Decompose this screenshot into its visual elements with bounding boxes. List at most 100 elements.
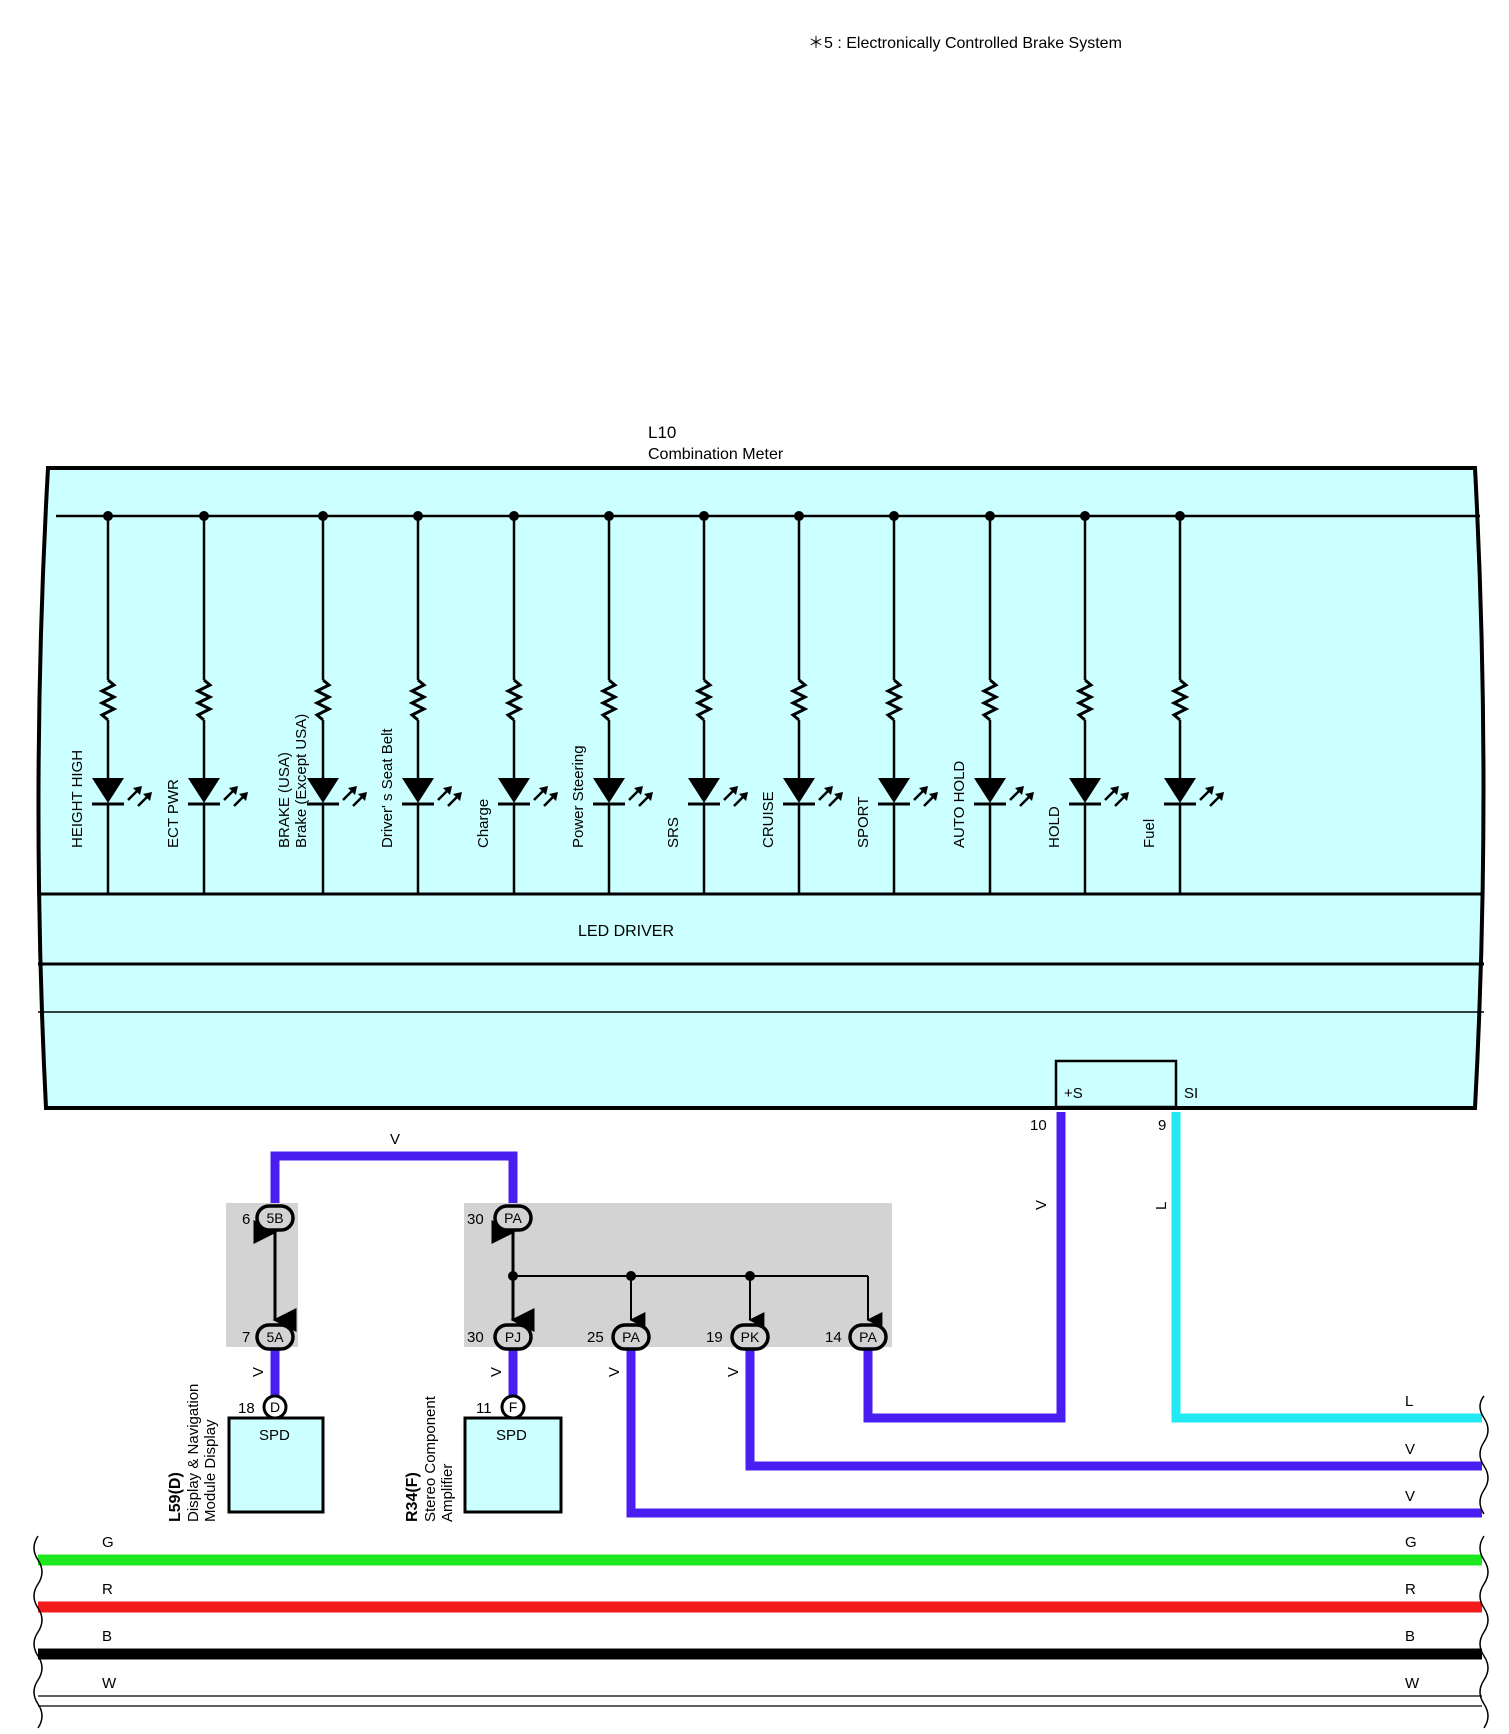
display-spd-label: SPD	[259, 1427, 290, 1444]
terminal-plus-s-label: +S	[1064, 1085, 1083, 1102]
resistor-icon	[599, 678, 619, 722]
pin-si: 9	[1158, 1117, 1166, 1134]
lamp-label: BRAKE (USA)	[276, 752, 293, 848]
connector-display: D	[262, 1394, 288, 1420]
lamp-circuit: HEIGHT HIGH	[69, 511, 152, 894]
led-icon	[878, 778, 910, 803]
lamp-circuit: AUTO HOLD	[951, 511, 1034, 894]
wire-label-amp: V	[488, 1367, 505, 1377]
pin-j2-b: 25	[587, 1329, 604, 1346]
connector-code: 5A	[266, 1329, 284, 1345]
wire-label-display: V	[250, 1367, 267, 1377]
pin-j1-top: 6	[242, 1211, 250, 1228]
connector-code: PK	[741, 1329, 760, 1345]
lamp-circuit: Power Steering	[570, 511, 653, 894]
wire-pk19	[745, 1348, 1482, 1471]
meter-name: Combination Meter	[648, 446, 784, 463]
lamp-label: SRS	[665, 817, 682, 848]
connector-j2_b: PA	[611, 1323, 651, 1351]
led-icon	[1164, 778, 1196, 803]
display-module-name-2: Module Display	[202, 1419, 219, 1522]
connector-j2_a: PJ	[493, 1323, 533, 1351]
pin-plus-s: 10	[1030, 1117, 1047, 1134]
resistor-icon	[504, 678, 524, 722]
right-break-markers	[1479, 1395, 1489, 1515]
led-icon	[188, 778, 220, 803]
lamp-circuit: SPORT	[855, 511, 938, 894]
connector-j1_bottom: 5A	[255, 1323, 295, 1351]
wire-pa25	[626, 1348, 1482, 1518]
wire-label-right-l: L	[1405, 1393, 1413, 1410]
led-icon	[1069, 778, 1101, 803]
lamp-circuit: BRAKE (USA)Brake (Except USA)	[276, 511, 367, 894]
amplifier-id: R34(F)	[404, 1472, 421, 1522]
bus-label-right: R	[1405, 1581, 1416, 1598]
lamp-circuit: Driver' s Seat Belt	[379, 511, 462, 894]
resistor-icon	[884, 678, 904, 722]
lamp-label: Driver' s Seat Belt	[379, 728, 396, 848]
display-module-box	[227, 1416, 325, 1514]
bus-label-left: G	[102, 1534, 114, 1551]
led-icon	[593, 778, 625, 803]
led-icon	[402, 778, 434, 803]
bus-label-left: R	[102, 1581, 113, 1598]
resistor-icon	[408, 678, 428, 722]
bus-label-right: W	[1405, 1675, 1420, 1692]
led-icon	[783, 778, 815, 803]
pin-j2-d: 14	[825, 1329, 842, 1346]
speed-terminal-box	[1054, 1059, 1178, 1109]
lamp-label: Brake (Except USA)	[293, 714, 310, 848]
combination-meter-body	[36, 466, 1486, 1110]
led-icon	[92, 778, 124, 803]
wire-si	[1171, 1112, 1482, 1423]
led-icon	[688, 778, 720, 803]
display-module-id: L59(D)	[167, 1472, 184, 1522]
display-module-name-1: Display & Navigation	[185, 1384, 202, 1522]
bus-label-right: G	[1405, 1534, 1417, 1551]
lamp-circuit: Fuel	[1141, 511, 1224, 894]
led-icon	[498, 778, 530, 803]
wire-label-top-link: V	[390, 1131, 400, 1148]
lamp-circuit: HOLD	[1046, 511, 1129, 894]
lamp-label: Fuel	[1141, 819, 1158, 848]
pin-amp-spd: 11	[476, 1400, 492, 1417]
wire-label-pk19: V	[725, 1367, 742, 1377]
connector-code: PJ	[505, 1329, 521, 1345]
break-marker	[33, 1535, 43, 1729]
connector-j2_top: PA	[493, 1204, 533, 1232]
connector-ovals: 5B 5A PA PJ PA PK PA D F	[255, 1204, 888, 1420]
connector-code: F	[509, 1399, 518, 1415]
connector-code: PA	[859, 1329, 877, 1345]
meter-id: L10	[648, 423, 676, 442]
splice-dots	[508, 1271, 755, 1281]
connector-amp: F	[500, 1394, 526, 1420]
amp-spd-label: SPD	[496, 1427, 527, 1444]
pin-j1-bottom: 7	[242, 1329, 250, 1346]
resistor-icon	[980, 678, 1000, 722]
wire-plus-s	[863, 1112, 1066, 1423]
amplifier-box	[463, 1416, 563, 1514]
led-icon	[974, 778, 1006, 803]
wire-top-link	[270, 1151, 518, 1203]
break-marker	[1479, 1535, 1489, 1729]
bus-label-right: B	[1405, 1628, 1415, 1645]
wire-label-pa25: V	[606, 1367, 623, 1377]
connector-code: 5B	[266, 1210, 283, 1226]
pin-j2-top: 30	[467, 1211, 484, 1228]
resistor-icon	[694, 678, 714, 722]
lamp-circuit: CRUISE	[760, 511, 843, 894]
connector-code: PA	[504, 1210, 522, 1226]
lamp-label: SPORT	[855, 797, 872, 848]
lamp-label: HOLD	[1046, 806, 1063, 848]
pin-display-spd: 18	[238, 1400, 255, 1417]
connector-code: PA	[622, 1329, 640, 1345]
lamp-label: Charge	[475, 799, 492, 848]
bus-label-left: B	[102, 1628, 112, 1645]
lamp-circuit: Charge	[475, 511, 558, 894]
pin-j2-a: 30	[467, 1329, 484, 1346]
